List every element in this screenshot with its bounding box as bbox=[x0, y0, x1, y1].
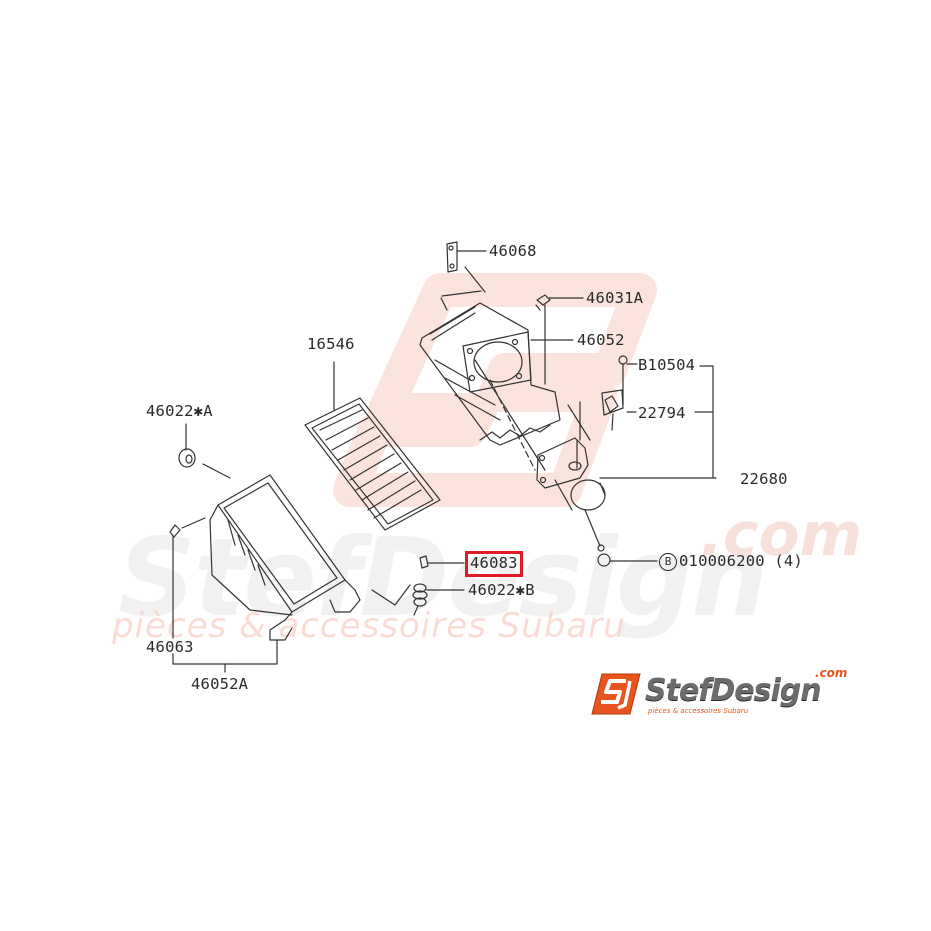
b-badge-icon: B bbox=[659, 553, 677, 571]
watermark-domain: .com bbox=[700, 500, 863, 570]
part-label-22680[interactable]: 22680 bbox=[740, 470, 788, 488]
part-label-46031A[interactable]: 46031A bbox=[586, 289, 644, 307]
part-label-46052[interactable]: 46052 bbox=[577, 331, 625, 349]
watermark-tagline: pièces & accessoires Subaru bbox=[112, 606, 626, 646]
lower-case-46052A-icon bbox=[169, 474, 411, 673]
part-label-010006200[interactable]: 010006200 (4) bbox=[679, 552, 803, 570]
sd-logo-mark-icon bbox=[591, 673, 641, 715]
upper-housing-46052-icon bbox=[419, 302, 574, 471]
part-label-46083-highlighted[interactable]: 46083 bbox=[465, 551, 523, 577]
bracket-46068-icon bbox=[440, 241, 487, 311]
part-label-46052A[interactable]: 46052A bbox=[191, 675, 249, 693]
logo-domain: .com bbox=[815, 666, 848, 680]
clip-46083-icon bbox=[419, 555, 465, 569]
air-filter-16546-icon bbox=[304, 361, 441, 531]
logo-brand: StefDesign bbox=[645, 673, 822, 708]
part-label-46022A[interactable]: 46022✱A bbox=[146, 402, 213, 420]
grommet-46022A-icon bbox=[178, 423, 231, 479]
part-label-22794[interactable]: 22794 bbox=[638, 404, 686, 422]
part-label-46068[interactable]: 46068 bbox=[489, 242, 537, 260]
part-label-46022B[interactable]: 46022✱B bbox=[468, 581, 535, 599]
bolt-010006200-icon bbox=[584, 509, 658, 567]
clip-46031A-icon bbox=[535, 294, 584, 385]
grommet-46022B-icon bbox=[412, 583, 465, 616]
part-label-46063[interactable]: 46063 bbox=[146, 638, 194, 656]
logo-tagline: pièces & accessoires Subaru bbox=[648, 707, 749, 715]
sensor-22794-icon bbox=[567, 355, 714, 479]
watermark-brand: StefDesign bbox=[118, 516, 768, 641]
stefdesign-logo: StefDesign .com pièces & accessoires Sub… bbox=[590, 666, 850, 720]
intake-duct-22680-icon bbox=[536, 437, 717, 511]
part-label-16546[interactable]: 16546 bbox=[307, 335, 355, 353]
part-label-B10504[interactable]: B10504 bbox=[638, 356, 696, 374]
